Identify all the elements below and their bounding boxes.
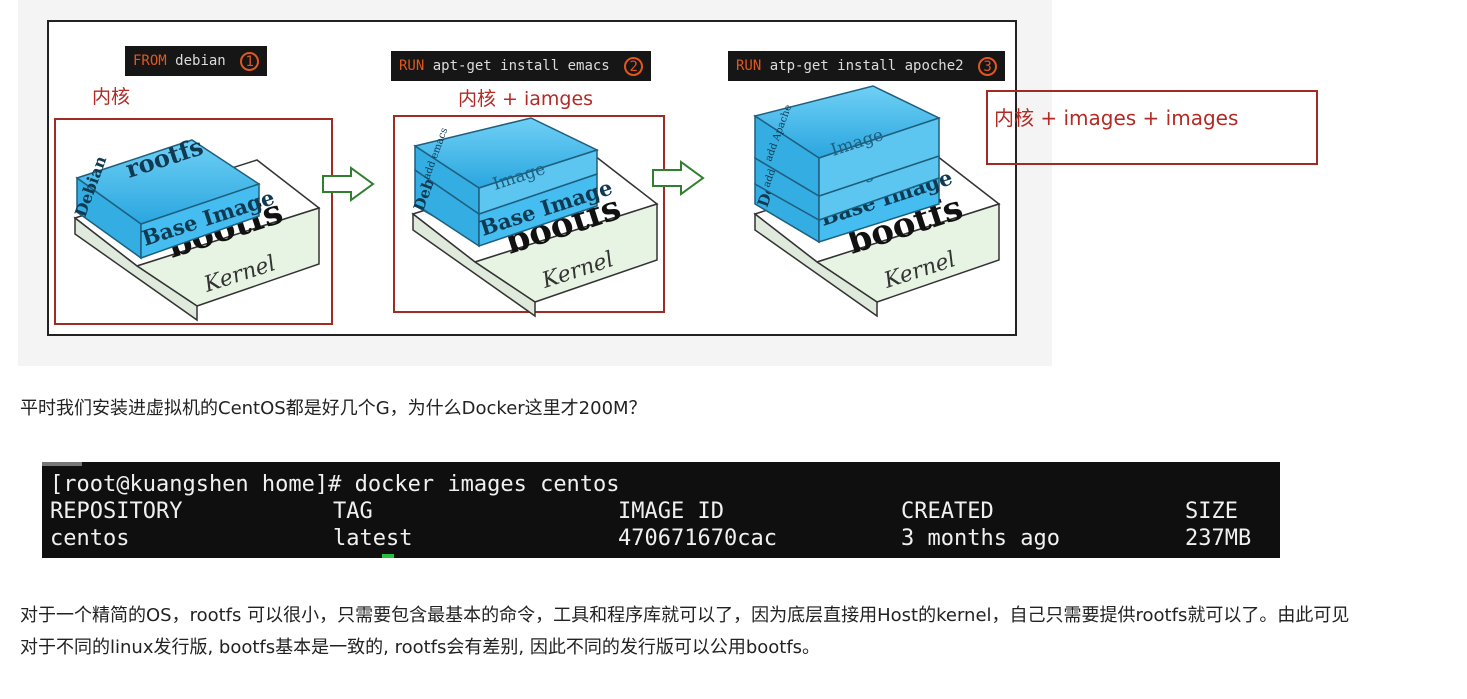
terminal-cell-size: 237MB: [1185, 526, 1252, 551]
step-3-text: atp-get install apoche2: [769, 58, 964, 74]
step-2-number: 2: [624, 56, 644, 76]
step-1-text: debian: [175, 53, 226, 69]
step-2-command: RUN apt-get install emacs 2: [391, 51, 652, 81]
arrow-2: [652, 160, 705, 196]
terminal-header-image-id: IMAGE ID: [618, 499, 724, 524]
step-1-keyword: FROM: [133, 53, 167, 69]
terminal-command-line: [root@kuangshen home]# docker images cen…: [50, 472, 620, 497]
layer-stacks-diagram: Kernel bootfs rootfs Debian Base Image K…: [71, 85, 1001, 322]
highlight-box-1: [54, 118, 333, 325]
step-2-text: apt-get install emacs: [432, 58, 610, 74]
stack-3: Kernel bootfs Debian Base Image add emac…: [753, 85, 1001, 318]
step-3-number: 3: [978, 56, 998, 76]
annotation-box-3: 内核 + images + images: [986, 90, 1318, 165]
terminal-header-size: SIZE: [1185, 499, 1238, 524]
explanation-text: 对于一个精简的OS，rootfs 可以很小，只需要包含最基本的命令，工具和程序库…: [20, 605, 1350, 658]
terminal-screenshot: [root@kuangshen home]# docker images cen…: [42, 462, 1280, 558]
annotation-kernel: 内核: [92, 86, 131, 108]
terminal-header-repository: REPOSITORY: [50, 499, 183, 524]
step-3-command: RUN atp-get install apoche2 3: [728, 51, 1006, 81]
terminal-top-remnant: [42, 462, 82, 466]
terminal-header-tag: TAG: [333, 499, 373, 524]
question-text: 平时我们安装进虚拟机的CentOS都是好几个G，为什么Docker这里才200M…: [20, 398, 647, 419]
terminal-cell-created: 3 months ago: [901, 526, 1060, 551]
step-1-number: 1: [240, 51, 260, 71]
stack-2: Kernel bootfs Debian Base Image add emac…: [410, 117, 659, 318]
stack-1: Kernel bootfs rootfs Debian Base Image: [71, 132, 321, 322]
annotation-kernel-images-images: 内核 + images + images: [994, 106, 1239, 130]
stack-3-apache-layer: add Apache Image: [753, 85, 941, 198]
terminal-cell-tag: latest: [333, 526, 413, 551]
annotation-kernel-images: 内核 + iamges: [458, 88, 594, 110]
terminal-header-created: CREATED: [901, 499, 994, 524]
terminal-cell-image-id: 470671670cac: [618, 526, 777, 551]
terminal-data-row: centos latest 470671670cac 3 months ago …: [50, 526, 1270, 552]
terminal-cursor: [382, 554, 394, 558]
terminal-header-row: REPOSITORY TAG IMAGE ID CREATED SIZE: [50, 499, 1270, 525]
step-2-keyword: RUN: [399, 58, 425, 74]
arrow-1: [322, 166, 375, 202]
step-1-command: FROM debian 1: [125, 46, 268, 76]
terminal-cell-repository: centos: [50, 526, 130, 551]
step-3-keyword: RUN: [736, 58, 762, 74]
